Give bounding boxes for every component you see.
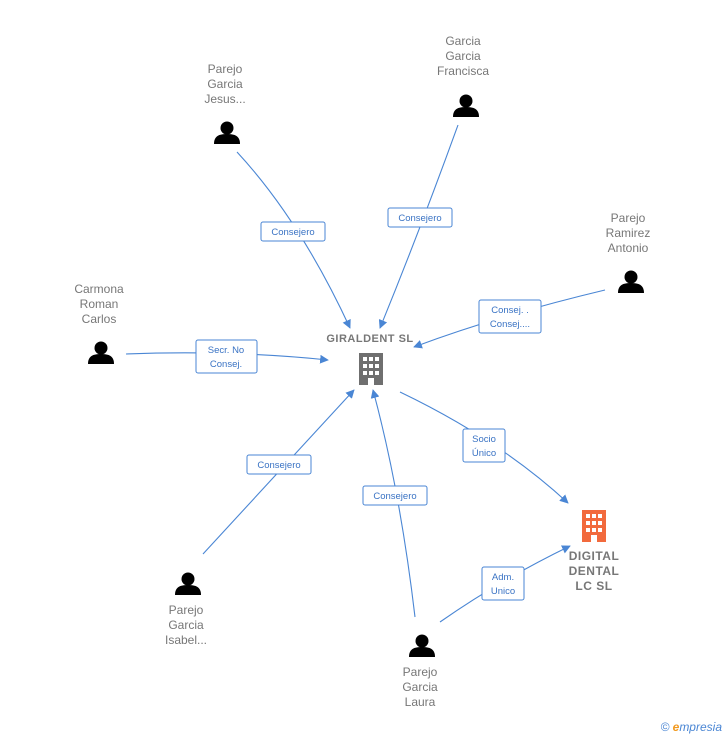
person-name-line: Garcia bbox=[207, 77, 243, 91]
node-parejo-isabel[interactable]: Parejo Garcia Isabel... bbox=[165, 572, 207, 648]
person-name-line: Parejo bbox=[169, 603, 204, 617]
person-icon bbox=[175, 572, 201, 595]
edge-label-text: Consejero bbox=[271, 227, 314, 238]
node-parejo-laura[interactable]: Parejo Garcia Laura bbox=[402, 634, 438, 710]
edge-label-laura-digital[interactable]: Adm. Unico bbox=[481, 566, 525, 601]
person-icon bbox=[88, 341, 114, 364]
node-parejo-antonio[interactable]: Parejo Ramirez Antonio bbox=[606, 211, 651, 293]
person-icon bbox=[453, 94, 479, 117]
person-name-line: Parejo bbox=[208, 62, 243, 76]
edge-label-text: Consej. . bbox=[491, 305, 529, 316]
person-name-line: Antonio bbox=[608, 241, 649, 255]
edge-label-isabel[interactable]: Consejero bbox=[246, 454, 312, 475]
node-giraldent[interactable]: GIRALDENT SL bbox=[326, 333, 413, 385]
person-name-line: Laura bbox=[405, 695, 436, 709]
person-icon bbox=[214, 121, 240, 144]
person-name-line: Parejo bbox=[403, 665, 438, 679]
edge-label-text: Consej. bbox=[210, 359, 242, 370]
brand-name: mpresia bbox=[679, 720, 722, 734]
person-name-line: Ramirez bbox=[606, 226, 651, 240]
edge-label-text: Consejero bbox=[257, 460, 300, 471]
edge-label-text: Consejero bbox=[398, 213, 441, 224]
person-name-line: Garcia bbox=[445, 34, 481, 48]
edge-label-text: Secr. No bbox=[208, 345, 244, 356]
person-name-line: Garcia bbox=[168, 618, 204, 632]
person-icon bbox=[409, 634, 435, 657]
edge-labels: Consejero Consejero Consej. . Consej....… bbox=[195, 207, 542, 601]
edge-label-giraldent-digital[interactable]: Socio Único bbox=[462, 428, 506, 463]
company-name-line: DENTAL bbox=[569, 564, 620, 578]
edge-francisca-giraldent[interactable] bbox=[378, 124, 459, 329]
edge-label-text: Único bbox=[472, 448, 496, 459]
person-name-line: Garcia bbox=[445, 49, 481, 63]
company-name-line: LC SL bbox=[575, 579, 612, 593]
edge-label-text: Consejero bbox=[373, 491, 416, 502]
brand-logo: ©empresia bbox=[661, 720, 722, 734]
person-name-line: Carlos bbox=[82, 312, 117, 326]
brand-initial: e bbox=[672, 720, 680, 734]
node-parejo-jesus[interactable]: Parejo Garcia Jesus... bbox=[204, 62, 246, 144]
person-name-line: Jesus... bbox=[204, 92, 245, 106]
building-icon bbox=[359, 353, 383, 385]
edge-label-carlos[interactable]: Secr. No Consej. bbox=[195, 339, 258, 374]
edge-label-antonio[interactable]: Consej. . Consej.... bbox=[478, 299, 542, 334]
person-name-line: Carmona bbox=[74, 282, 124, 296]
person-icon bbox=[618, 270, 644, 293]
edge-label-text: Adm. bbox=[492, 572, 514, 583]
edge-label-text: Unico bbox=[491, 586, 515, 597]
node-garcia-francisca[interactable]: Garcia Garcia Francisca bbox=[437, 34, 489, 117]
node-digital-dental[interactable]: DIGITAL DENTAL LC SL bbox=[569, 510, 620, 593]
edge-label-jesus[interactable]: Consejero bbox=[260, 221, 326, 242]
person-name-line: Parejo bbox=[611, 211, 646, 225]
building-icon bbox=[582, 510, 606, 542]
person-name-line: Roman bbox=[80, 297, 119, 311]
company-name: GIRALDENT SL bbox=[326, 333, 413, 345]
node-carmona-carlos[interactable]: Carmona Roman Carlos bbox=[74, 282, 124, 364]
edge-label-text: Consej.... bbox=[490, 319, 530, 330]
person-name-line: Garcia bbox=[402, 680, 438, 694]
copyright-symbol: © bbox=[660, 720, 670, 734]
company-name-line: DIGITAL bbox=[569, 549, 620, 563]
edge-label-francisca[interactable]: Consejero bbox=[387, 207, 453, 228]
person-name-line: Isabel... bbox=[165, 633, 207, 647]
person-name-line: Francisca bbox=[437, 64, 489, 78]
edge-label-text: Socio bbox=[472, 434, 496, 445]
edge-label-laura-giraldent[interactable]: Consejero bbox=[362, 485, 428, 506]
